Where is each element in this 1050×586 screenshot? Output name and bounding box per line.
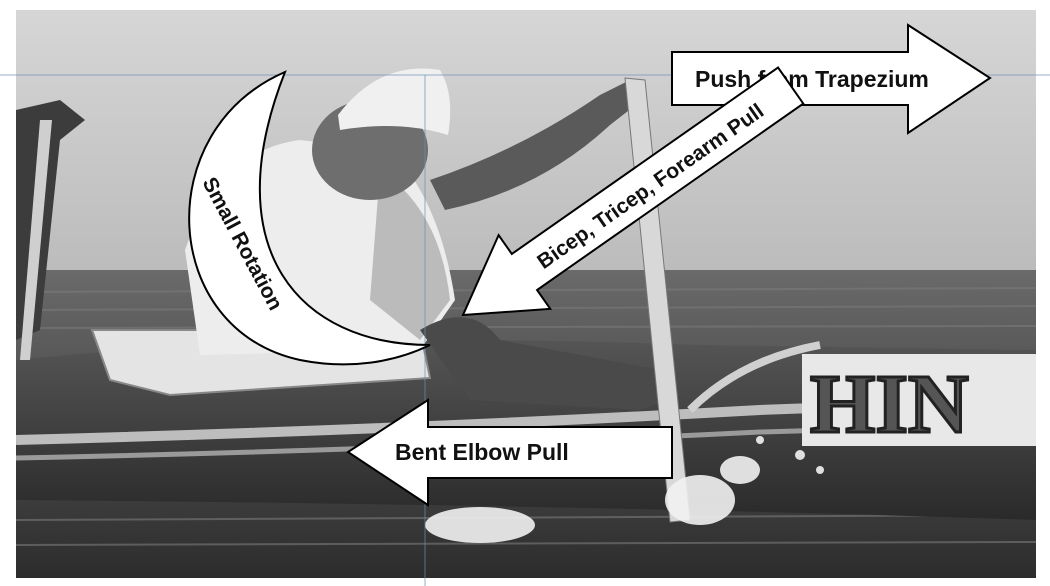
paddler-cap xyxy=(338,68,451,135)
water-splash xyxy=(425,436,824,543)
push-from-trapezium-arrow: Push from Trapezium xyxy=(671,23,992,135)
paddler-arm-bottom xyxy=(420,317,680,410)
background-paddle xyxy=(20,120,52,360)
hull-stripe-3 xyxy=(687,341,821,413)
paddler-shadow xyxy=(370,170,450,340)
bent-elbow-pull-arrow: Bent Elbow Pull xyxy=(346,398,673,507)
bent-elbow-pull-label: Bent Elbow Pull xyxy=(395,439,569,465)
push-from-trapezium-label: Push from Trapezium xyxy=(695,66,929,92)
paddler-arm-top xyxy=(430,80,642,210)
hull-lettering: HIN xyxy=(810,358,969,451)
hull-lettering-panel xyxy=(802,354,1036,446)
